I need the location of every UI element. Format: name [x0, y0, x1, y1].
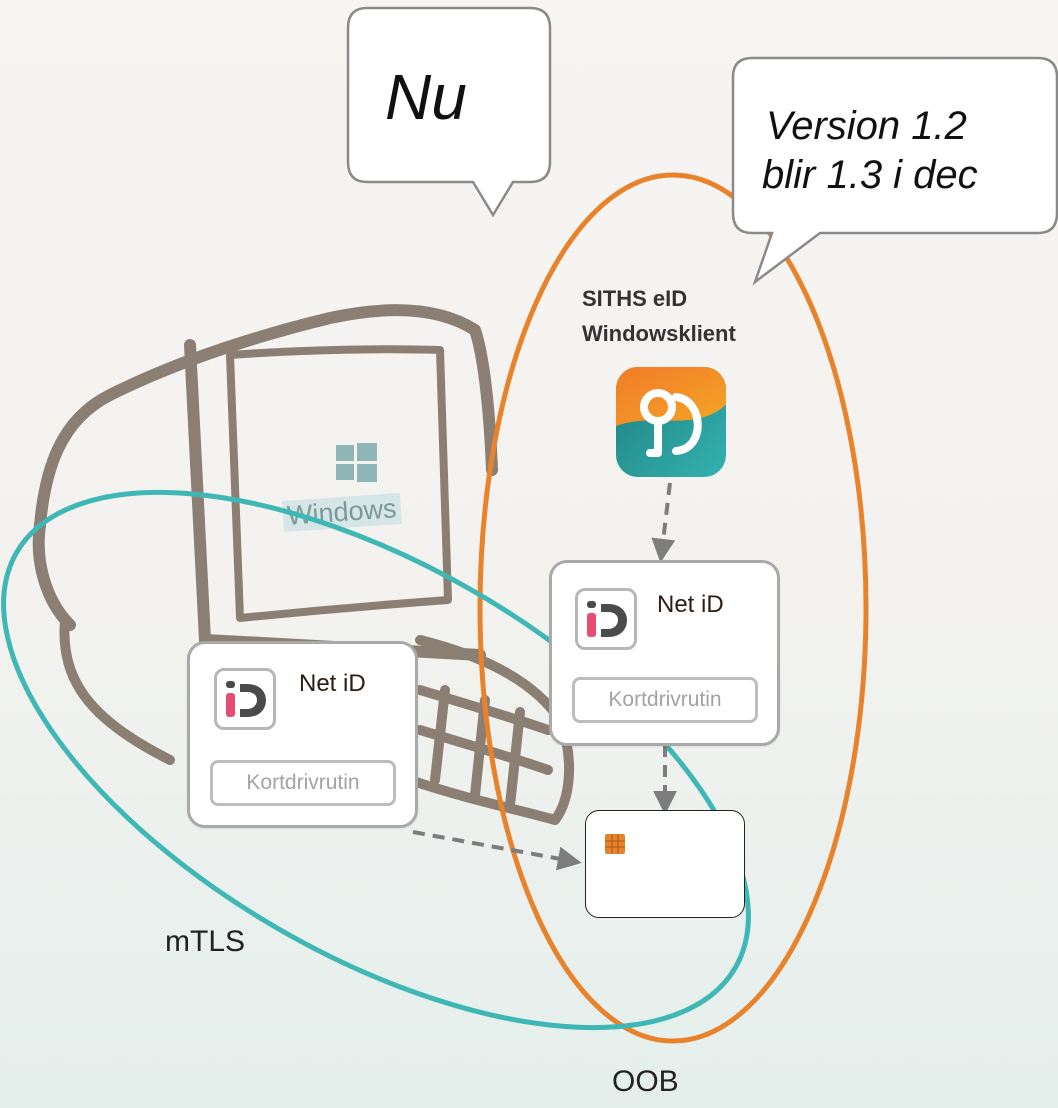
callout-now-bubble — [346, 6, 552, 218]
arrow-netid-left-to-card — [412, 830, 582, 871]
card-driver-box: Kortdrivrutin — [572, 677, 758, 723]
card-chip-icon — [605, 834, 625, 854]
netid-logo-icon — [214, 668, 276, 730]
siths-client-title-line1: SITHS eID — [582, 286, 688, 311]
siths-client-title-line2: Windowsklient — [582, 321, 736, 346]
card-driver-box: Kortdrivrutin — [210, 760, 396, 806]
siths-app-icon — [616, 367, 726, 477]
smart-card — [585, 810, 745, 918]
netid-logo-icon — [575, 588, 637, 650]
callout-version-bubble — [731, 56, 1058, 286]
oob-ellipse — [477, 172, 869, 1044]
netid-card-left: Net iD Kortdrivrutin — [187, 641, 418, 828]
screen-outline — [226, 345, 452, 622]
callout-version-line2: blir 1.3 i dec — [762, 153, 978, 197]
netid-title: Net iD — [299, 670, 366, 697]
callout-version-line1: Version 1.2 — [766, 104, 967, 148]
oob-label: OOB — [612, 1065, 679, 1098]
arrow-siths-to-netid — [651, 482, 676, 563]
mtls-label: mTLS — [165, 925, 246, 958]
mtls-ellipse — [1, 489, 751, 1031]
netid-card-right: Net iD Kortdrivrutin — [549, 560, 780, 746]
callout-now-text: Nu — [385, 61, 467, 133]
netid-title: Net iD — [657, 591, 724, 618]
windows-logo — [336, 443, 377, 482]
